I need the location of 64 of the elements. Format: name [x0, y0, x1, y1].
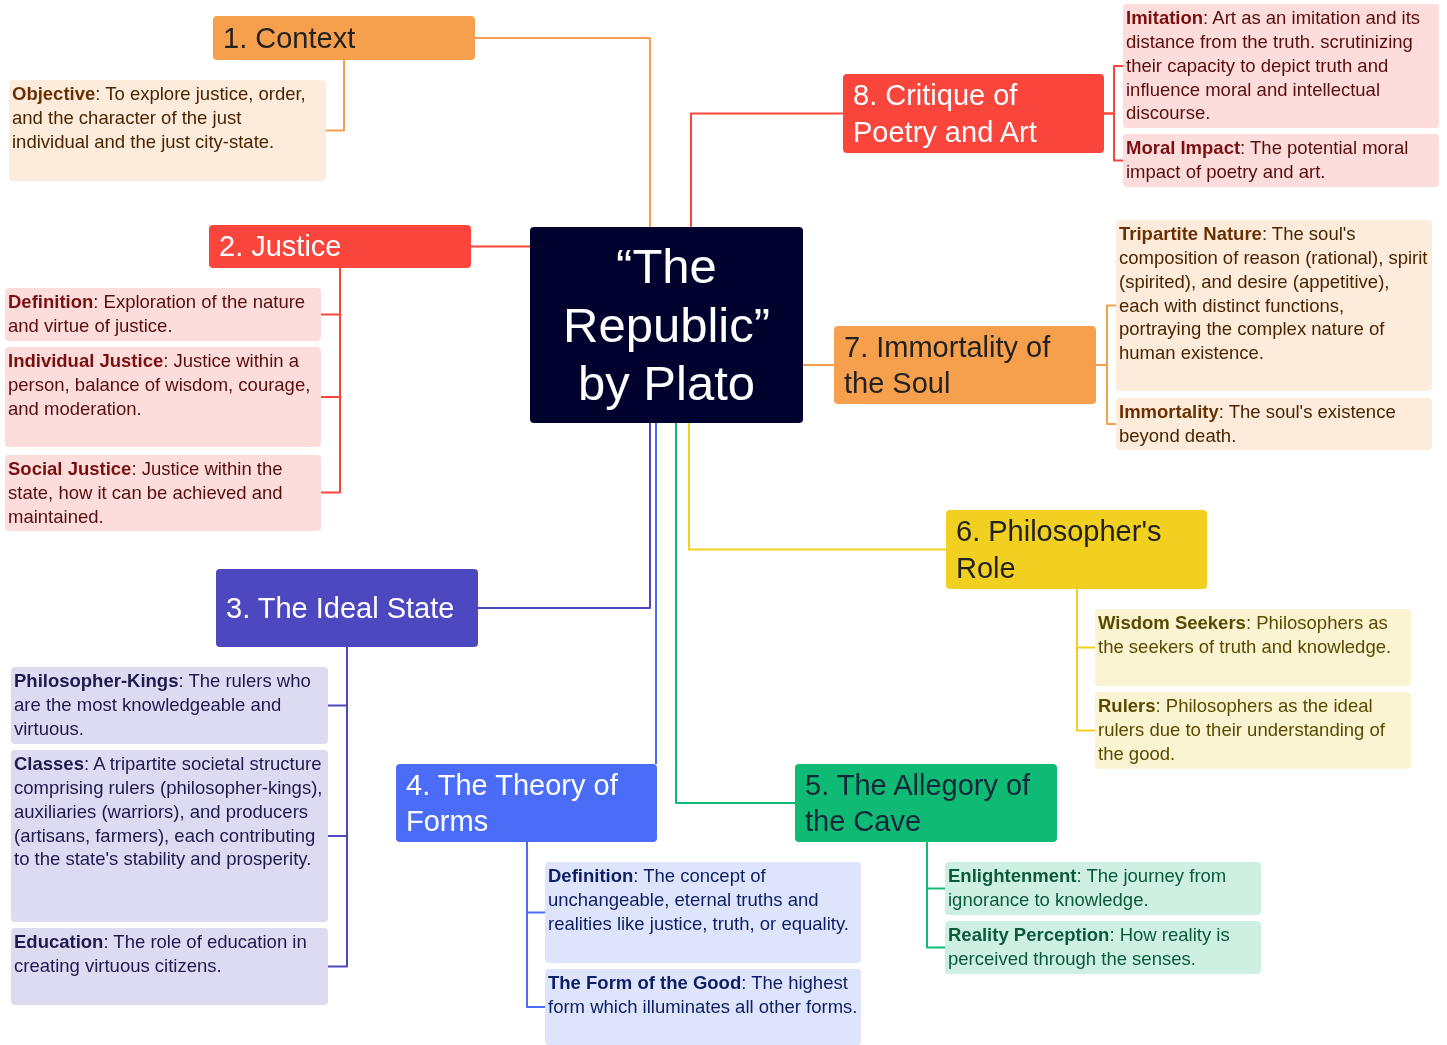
note-card: [1123, 134, 1439, 187]
note-card: [1116, 220, 1432, 391]
note-text: Social Justice: Justice within the state, how it can be achieved and maintained.: [8, 457, 284, 529]
topic-box: [946, 510, 1207, 589]
topic-title: 1. Context: [223, 20, 356, 56]
connector-line: [655, 422, 657, 765]
note-text: Wisdom Seekers: Philosophers as the seekers of truth and knowledge.: [1098, 611, 1393, 659]
topic-title: 5. The Allegory of the Cave: [805, 767, 1032, 839]
note-card: [9, 80, 326, 181]
note-card: [545, 969, 861, 1045]
note-card: [545, 862, 861, 963]
connector-line: [690, 112, 844, 228]
connector-line: [477, 422, 651, 609]
connector-line: [470, 245, 531, 248]
note-text: Moral Impact: The potential moral impact of poetry and art.: [1126, 136, 1410, 184]
note-text: Imitation: Art as an imitation and its distance from the truth. scrutinizing their capacity to depict truth and influence moral and intellectual discourse.: [1126, 6, 1422, 126]
connector-line: [675, 422, 796, 804]
note-text: Individual Justice: Justice within a person, balance of wisdom, courage, and moderation.: [8, 349, 312, 421]
note-card: [945, 862, 1261, 915]
topic-box: [795, 764, 1057, 842]
connector-line: [526, 841, 546, 1008]
connector-line: [802, 364, 835, 366]
note-card: [5, 347, 321, 447]
note-text: Tripartite Nature: The soul's composition of reason (rational), spirit (spirited), and desire (appetitive), each with distinct functions, portraying the complex nature of human existence.: [1119, 222, 1429, 366]
topic-box: [209, 225, 471, 268]
connector-line: [320, 267, 341, 494]
connector-line: [1095, 364, 1117, 425]
connector-line: [474, 37, 651, 228]
connector-line: [1076, 588, 1096, 732]
topic-box: [213, 16, 475, 60]
topic-title: 7. Immortality of the Soul: [844, 329, 1052, 401]
topic-title: 2. Justice: [219, 229, 342, 265]
connector-line: [1103, 112, 1124, 162]
connector-line: [926, 841, 946, 949]
connector-line: [688, 422, 947, 551]
note-text: Education: The role of education in creating virtuous citizens.: [14, 930, 308, 978]
note-text: Immortality: The soul's existence beyond death.: [1119, 400, 1397, 448]
note-card: [945, 921, 1261, 974]
topic-box: [843, 74, 1104, 153]
note-card: [1116, 398, 1432, 450]
note-card: [5, 455, 321, 531]
topic-title: 6. Philosopher's Role: [956, 514, 1163, 586]
note-card: [11, 750, 328, 922]
connector-line: [327, 646, 348, 968]
topic-box: [216, 569, 478, 647]
note-card: [11, 928, 328, 1005]
note-text: Classes: A tripartite societal structure comprising rulers (philosopher-kings), auxiliaries (warriors), and producers (artisans, farmers), each contributing to the state's stability and prosperity.: [14, 752, 324, 872]
central-title: “The Republic” by Plato: [562, 237, 771, 413]
note-text: Objective: To explore justice, order, and the character of the just individual and the just city-state.: [12, 82, 307, 154]
note-text: Enlightenment: The journey from ignorance to knowledge.: [948, 864, 1228, 912]
note-text: Definition: The concept of unchangeable, eternal truths and realities like justice, truth, or equality.: [548, 864, 850, 936]
topic-title: 4. The Theory of Forms: [406, 767, 619, 839]
connector-line: [325, 59, 345, 132]
topic-title: 3. The Ideal State: [226, 590, 455, 626]
note-card: [1095, 609, 1411, 686]
topic-title: 8. Critique of Poetry and Art: [853, 78, 1038, 150]
topic-box: [834, 326, 1096, 404]
note-text: Reality Perception: How reality is perceived through the senses.: [948, 923, 1231, 971]
note-text: Rulers: Philosophers as the ideal rulers due to their understanding of the good.: [1098, 694, 1386, 766]
note-text: Philosopher-Kings: The rulers who are the most knowledgeable and virtuous.: [14, 669, 312, 741]
topic-box: [396, 764, 657, 842]
central-topic-box: [530, 227, 803, 423]
note-text: Definition: Exploration of the nature and virtue of justice.: [8, 290, 307, 338]
note-text: The Form of the Good: The highest form which illuminates all other forms.: [548, 971, 858, 1019]
